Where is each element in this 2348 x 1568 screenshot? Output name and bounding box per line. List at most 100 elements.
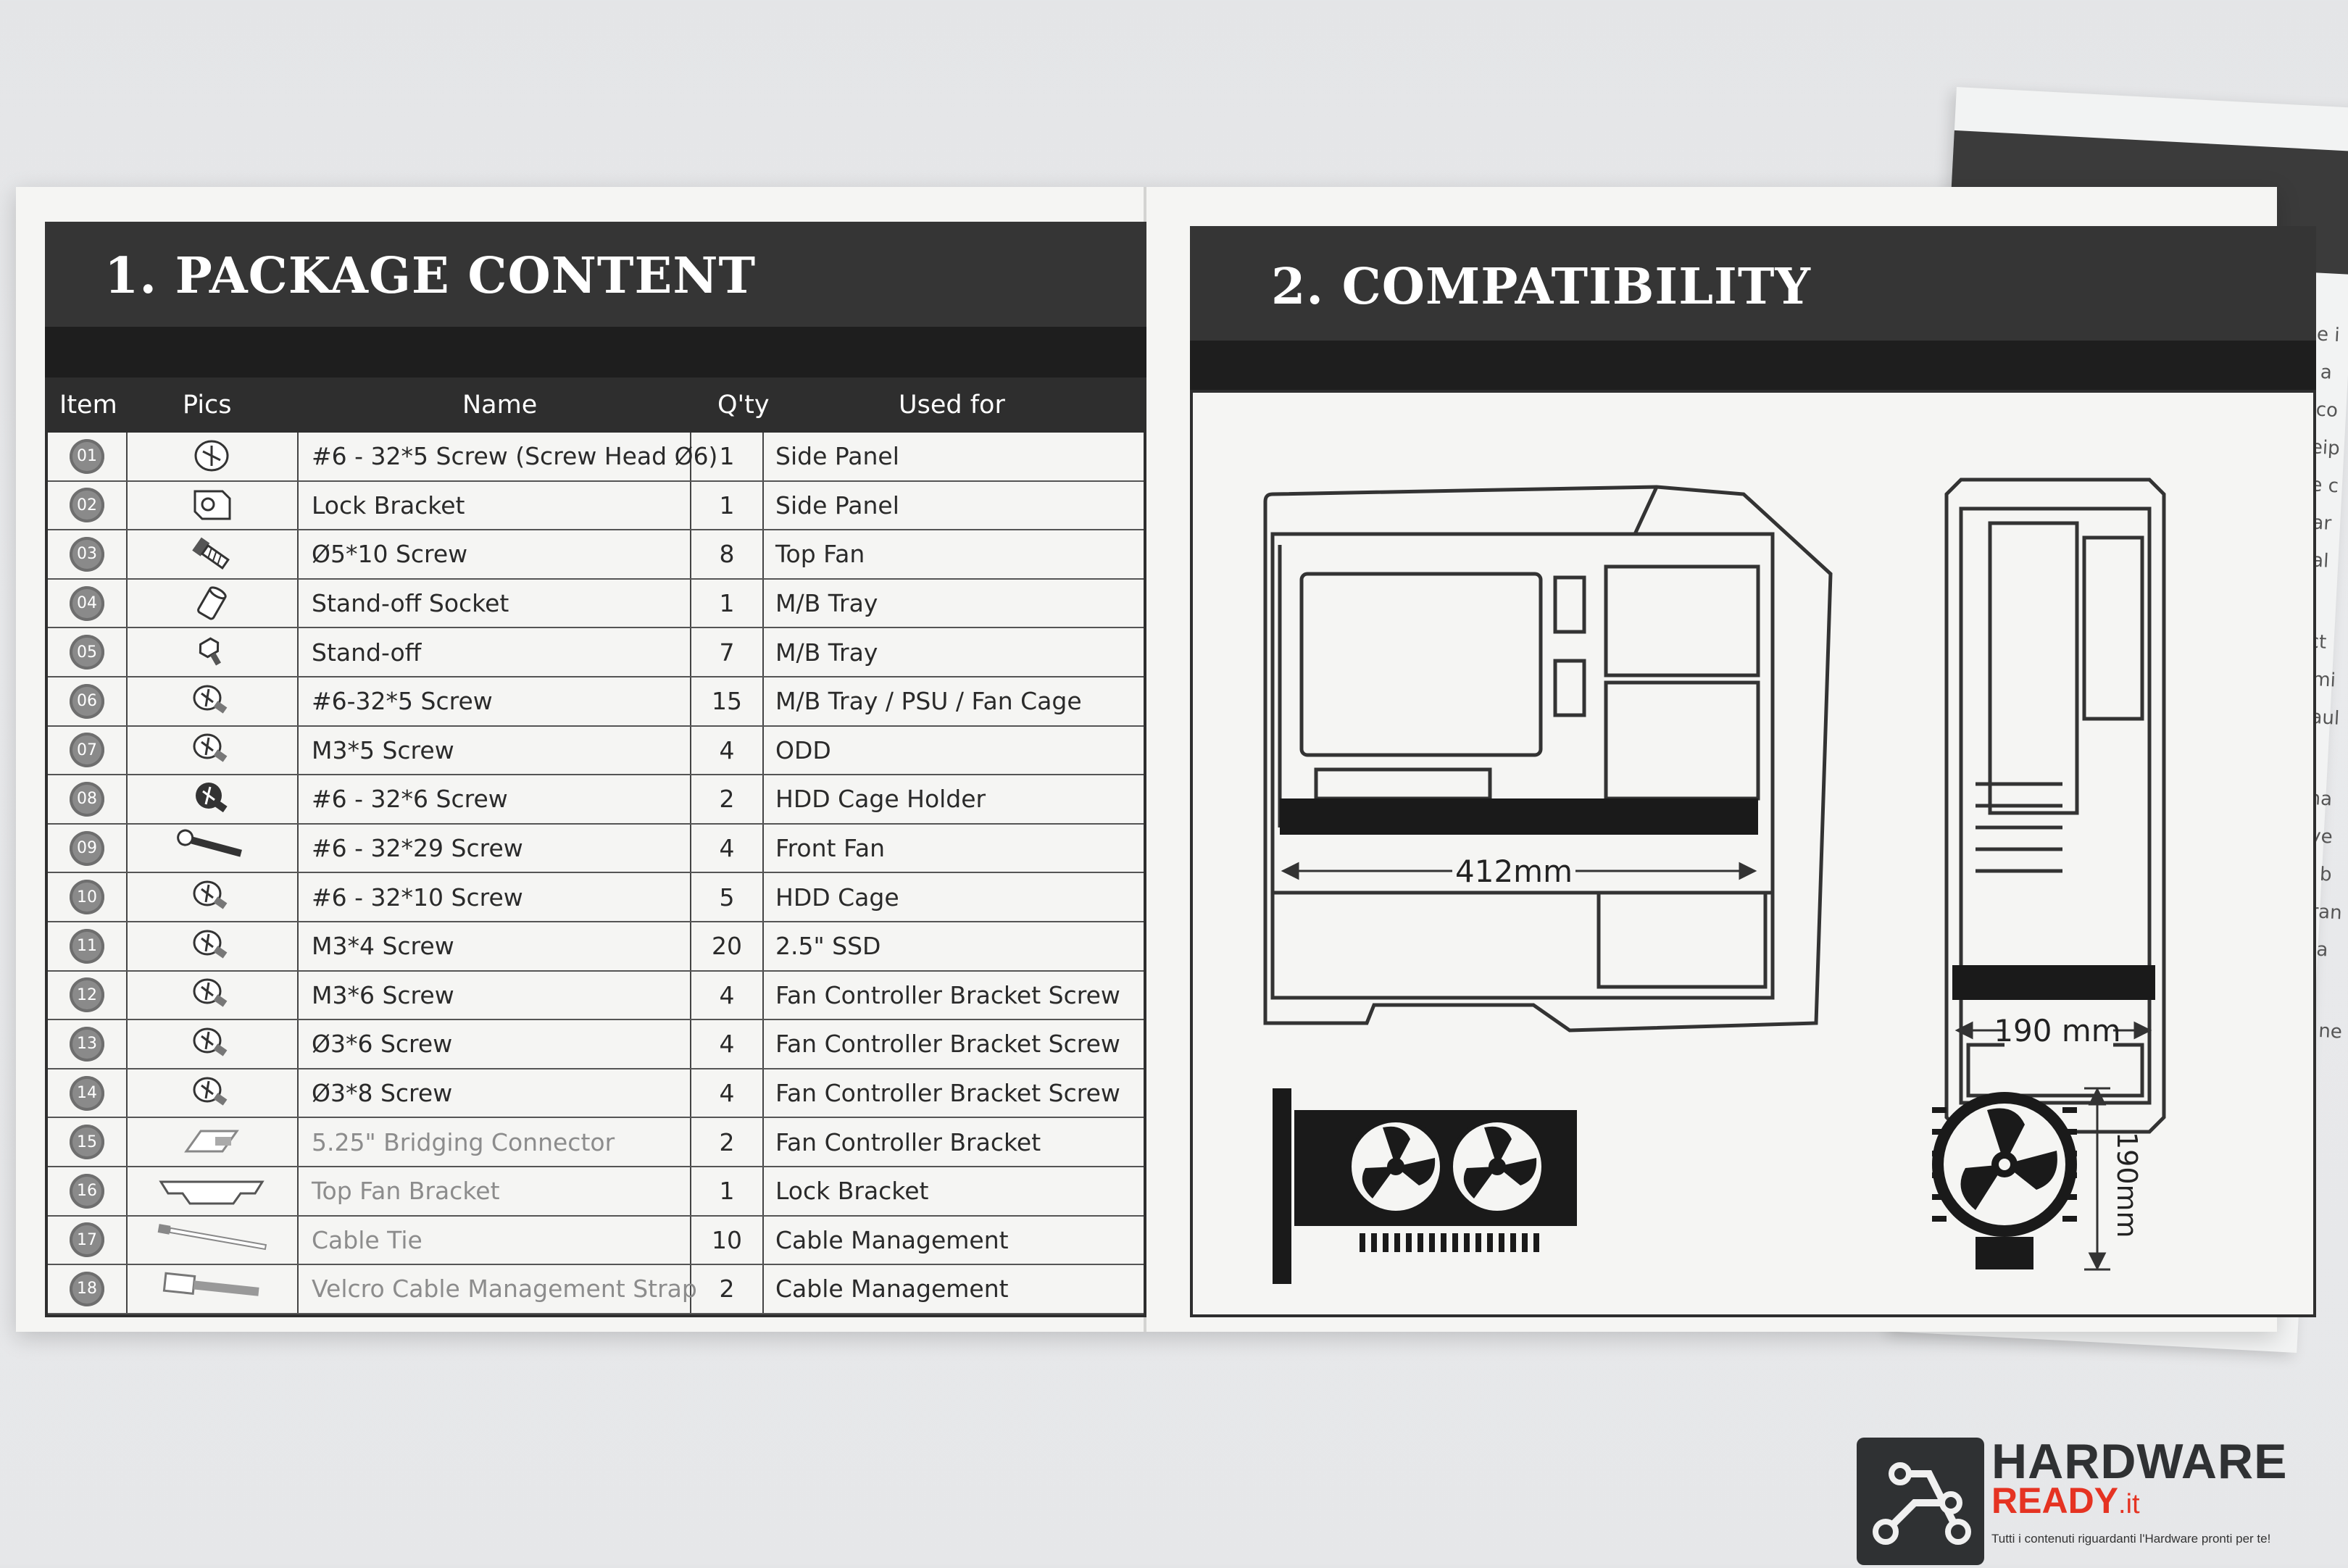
screw-icon bbox=[126, 726, 299, 775]
hardware-ready-logo: HARDWARE READY.it Tutti i contenuti rigu… bbox=[1857, 1433, 2328, 1565]
package-content-section: 1. PACKAGE CONTENT Item Pics Name Q'ty U… bbox=[45, 222, 1146, 1317]
item-cell: 04 bbox=[48, 579, 128, 627]
item-number-badge: 10 bbox=[70, 880, 104, 915]
cooler-height-label: 190mm bbox=[2111, 1132, 2143, 1238]
case-front-view bbox=[1944, 478, 2166, 1134]
compatibility-drawing: 412mm 190 mm bbox=[1263, 478, 2166, 1284]
gpu-length-label-bg bbox=[1452, 853, 1575, 889]
header-used-for: Used for bbox=[899, 391, 1005, 420]
circuit-logo-icon bbox=[1857, 1438, 1984, 1565]
item-qty: 4 bbox=[691, 1020, 764, 1068]
item-qty: 20 bbox=[691, 922, 764, 970]
item-qty: 4 bbox=[691, 1069, 764, 1117]
item-cell: 03 bbox=[48, 530, 128, 578]
item-used-for: Top Fan bbox=[775, 540, 865, 569]
item-cell: 08 bbox=[48, 775, 128, 823]
item-name: Velcro Cable Management Strap bbox=[297, 1265, 697, 1313]
case-side-view bbox=[1263, 485, 1833, 1033]
item-cell: 16 bbox=[48, 1167, 128, 1215]
item-cell: 17 bbox=[48, 1216, 128, 1264]
item-used-for: Fan Controller Bracket Screw bbox=[775, 980, 1120, 1009]
header-item: Item bbox=[59, 391, 117, 420]
item-number-badge: 11 bbox=[70, 928, 104, 964]
item-used-for: Side Panel bbox=[775, 491, 899, 520]
screw-icon bbox=[126, 1069, 299, 1117]
item-cell: 09 bbox=[48, 824, 128, 872]
item-qty: 1 bbox=[691, 481, 764, 530]
header-name: Name bbox=[462, 391, 538, 420]
cpu-cooler-icon bbox=[1932, 1092, 2077, 1269]
item-used-for: Front Fan bbox=[775, 834, 886, 863]
item-cell: 06 bbox=[48, 677, 128, 725]
compatibility-stripe bbox=[1190, 341, 2316, 390]
item-name: M3*6 Screw bbox=[297, 971, 691, 1019]
item-name: Lock Bracket bbox=[297, 481, 691, 530]
item-name: Ø3*8 Screw bbox=[297, 1069, 691, 1117]
case-width-label: 190 mm bbox=[1994, 1013, 2120, 1048]
item-name: #6 - 32*5 Screw (Screw Head Ø6) bbox=[297, 433, 717, 480]
item-number-badge: 12 bbox=[70, 977, 104, 1013]
velcro-strap-icon bbox=[126, 1265, 299, 1313]
item-qty: 2 bbox=[691, 775, 764, 823]
item-qty: 1 bbox=[691, 433, 764, 480]
item-used-for: HDD Cage Holder bbox=[775, 785, 986, 814]
package-content-title: 1. PACKAGE CONTENT bbox=[104, 247, 757, 305]
lock-bracket-icon bbox=[126, 481, 299, 530]
screw-icon bbox=[126, 971, 299, 1019]
case-width-label-bg bbox=[2004, 1012, 2113, 1047]
item-used-for: HDD Cage bbox=[775, 883, 899, 912]
item-name: 5.25" Bridging Connector bbox=[297, 1118, 691, 1166]
item-name: M3*4 Screw bbox=[297, 922, 691, 970]
table-header: Item Pics Name Q'ty Used for bbox=[45, 378, 1146, 433]
pan-screw-icon bbox=[126, 433, 299, 480]
item-name: Top Fan Bracket bbox=[297, 1167, 691, 1215]
item-number-badge: 04 bbox=[70, 585, 104, 621]
item-cell: 15 bbox=[48, 1118, 128, 1166]
compatibility-title: 2. COMPATIBILITY bbox=[1271, 258, 1811, 316]
compatibility-section: 2. COMPATIBILITY bbox=[1190, 226, 2316, 1317]
item-used-for: M/B Tray / PSU / Fan Cage bbox=[775, 687, 1082, 716]
item-qty: 1 bbox=[691, 579, 764, 627]
item-name: #6 - 32*29 Screw bbox=[297, 824, 691, 872]
bridge-connector-icon bbox=[126, 1118, 299, 1166]
item-qty: 15 bbox=[691, 677, 764, 725]
item-number-badge: 13 bbox=[70, 1026, 104, 1062]
standoff-icon bbox=[126, 628, 299, 676]
item-qty: 2 bbox=[691, 1265, 764, 1313]
item-number-badge: 14 bbox=[70, 1075, 104, 1111]
item-qty: 4 bbox=[691, 726, 764, 775]
item-number-badge: 06 bbox=[70, 683, 104, 719]
item-cell: 13 bbox=[48, 1020, 128, 1068]
item-cell: 07 bbox=[48, 726, 128, 775]
item-cell: 11 bbox=[48, 922, 128, 970]
long-screw-icon bbox=[126, 530, 299, 578]
item-used-for: Lock Bracket bbox=[775, 1177, 929, 1206]
item-used-for: Fan Controller Bracket Screw bbox=[775, 1030, 1120, 1059]
package-content-header: 1. PACKAGE CONTENT bbox=[45, 222, 1146, 327]
item-qty: 8 bbox=[691, 530, 764, 578]
item-used-for: M/B Tray bbox=[775, 589, 878, 618]
long-bolt-icon bbox=[126, 824, 299, 872]
item-name: Stand-off bbox=[297, 628, 691, 676]
item-qty: 2 bbox=[691, 1118, 764, 1166]
item-qty: 7 bbox=[691, 628, 764, 676]
item-number-badge: 03 bbox=[70, 536, 104, 572]
item-number-badge: 15 bbox=[70, 1125, 104, 1160]
logo-brand-top: HARDWARE bbox=[1991, 1434, 2288, 1489]
compatibility-diagram: 412mm 190 mm bbox=[1190, 390, 2316, 1317]
item-number-badge: 17 bbox=[70, 1222, 104, 1258]
item-qty: 4 bbox=[691, 971, 764, 1019]
